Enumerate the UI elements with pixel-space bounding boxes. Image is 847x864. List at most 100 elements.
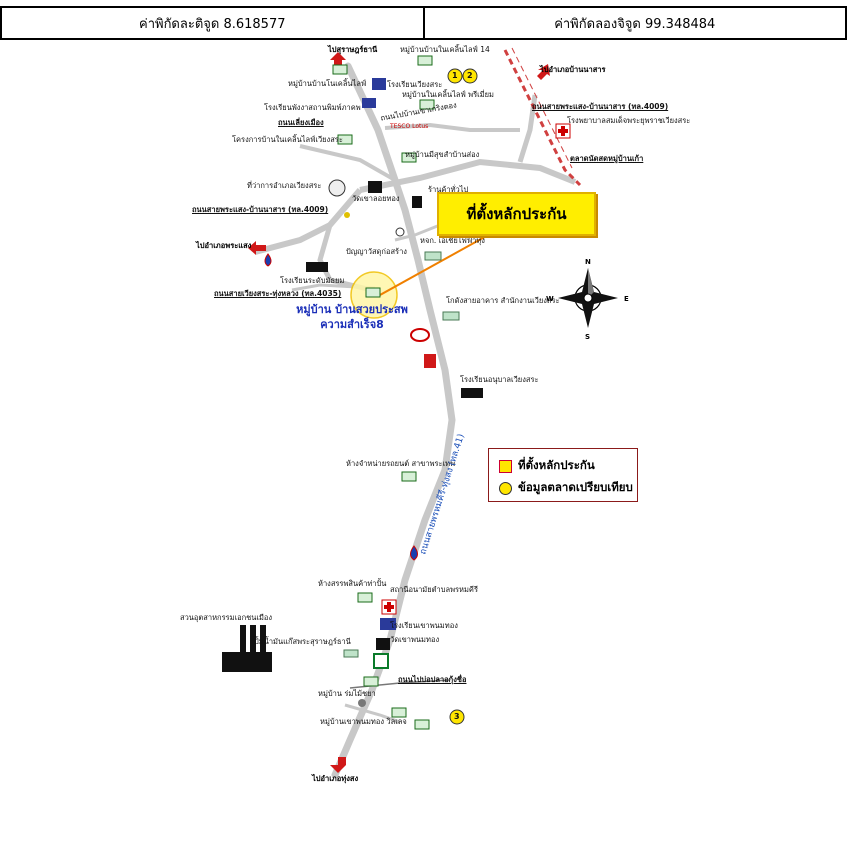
road-bottom-spur <box>344 703 401 724</box>
village-name-line1: หมู่บ้าน บ้านสวยประสพ <box>296 303 408 316</box>
compass-e: E <box>624 295 629 303</box>
toyota-logo-icon <box>410 328 430 342</box>
label-school3: โรงเรียนระดับมัธยม <box>280 276 345 285</box>
comparable-marker-2-icon <box>462 68 478 84</box>
label-shop-group: หจก. เอเชียไฟฟ้าทุ่ง <box>420 236 485 245</box>
village-label: หมู่บ้าน บ้านสวยประสพ ความสำเร็จ8 <box>292 302 412 333</box>
label-school5: โรงเรียนเขาพนมทอง <box>390 621 458 630</box>
temple-icon <box>376 638 390 650</box>
house-icon <box>337 134 353 145</box>
compass-s: S <box>585 333 591 341</box>
arrow-south-icon <box>330 757 346 773</box>
label-road-to-village: ถนนไปบ่อปลาอกุ้งชื่อ <box>398 675 467 684</box>
label-to-thungsong: ไปอำเภอทุ่งสง <box>312 774 359 783</box>
label-v-bottom1: หมู่บ้าน ร่มไม้ชยา <box>318 689 376 698</box>
warehouse-icon <box>343 649 359 658</box>
compass-n: N <box>585 258 591 266</box>
compass-w: W <box>546 295 554 303</box>
label-temple: วัดเขาลอยทอง <box>352 194 400 203</box>
road-village-spur <box>394 223 441 242</box>
school-icon <box>362 98 376 108</box>
label-road-ban-na: ถนนสายพระแสง-บ้านนาสาร (ทล.4009) <box>532 102 669 111</box>
clinic-icon <box>381 599 397 615</box>
legend-comparable-text: ข้อมูลตลาดเปรียบเทียบ <box>518 480 633 494</box>
label-to-ban-na: ไปอำเภอบ้านนาสาร <box>540 65 606 74</box>
label-v-top2: หมู่บ้านบ้านโนเคลิ้นไลฟ์ <box>288 79 367 88</box>
bank-icon <box>344 212 350 218</box>
legend-row-property: ที่ตั้งหลักประกัน <box>499 457 595 475</box>
label-clinic: สถานีอนามัยตำบลพรหมคีรี <box>390 585 478 594</box>
label-dealer: ร้านค้าทั่วไป <box>428 185 469 194</box>
house-icon <box>414 719 430 730</box>
label-fuel: ปั้มน้ำมันแก๊สพระสุราษฎร์ธานี <box>254 637 351 646</box>
arrow-ne-icon <box>537 64 550 80</box>
marker-2-label: 2 <box>467 71 473 80</box>
callout-pointer <box>379 233 491 296</box>
house-icon <box>332 64 348 75</box>
legend-property-text: ที่ตั้งหลักประกัน <box>518 458 595 472</box>
cross-road-north <box>384 122 520 132</box>
arrow-west-icon <box>248 241 266 255</box>
label-v-mid: หมู่บ้านมีสุขสำบ้านส่อง <box>405 150 480 159</box>
railway <box>503 49 582 187</box>
latitude-cell: ค่าพิกัดละติจูด 8.618577 <box>0 8 423 38</box>
gas-pump-icon <box>412 196 422 208</box>
marker-1-label: 1 <box>452 71 458 80</box>
label-district: ที่ว่าการอำเภอเวียงสระ <box>247 181 322 190</box>
house-icon <box>417 55 433 66</box>
label-project1: โครงการบ้านในเคลิ้นไลฟ์เวียงสระ <box>232 135 343 144</box>
label-to-surat: ไปสุราษฎร์ธานี <box>328 45 378 54</box>
temple-icon <box>368 181 382 193</box>
warehouse-icon <box>442 311 460 321</box>
railway-2 <box>511 47 573 169</box>
house-icon <box>357 592 373 603</box>
house-icon <box>365 287 381 298</box>
arrow-north-icon <box>330 52 346 68</box>
label-school2: โรงเรียนพังงาสถานพิมพ์ภาคพ <box>264 103 361 112</box>
label-factory: สวนอุตสาหกรรมเอกชนเมือง <box>180 613 273 622</box>
label-hospital2: ห้างสรรพสินค้าท่าปั้น <box>318 579 387 588</box>
label-v-top3: หมู่บ้านในเคลิ้นไลฟ์ พรีเมี่ยม <box>402 90 494 99</box>
chimney-icon <box>240 625 246 653</box>
comparable-marker-3-icon <box>449 709 465 725</box>
label-car-dealer: ห้างจำหน่ายรถยนต์ สาขาพระเทพ <box>346 459 456 468</box>
longitude-cell: ค่าพิกัดลองจิจูด 99.348484 <box>422 8 847 38</box>
makro-icon <box>424 354 436 368</box>
school-icon <box>380 618 396 630</box>
building-icon <box>461 388 483 398</box>
label-school4: โรงเรียนอนุบาลเวียงสระ <box>460 375 539 384</box>
legend-circle-icon <box>499 481 512 495</box>
main-road <box>331 62 456 779</box>
label-hospital: โรงพยาบาลสมเด็จพระยุพราชเวียงสระ <box>567 116 691 125</box>
label-tesco: TESCO Lotus <box>390 123 429 130</box>
house-icon <box>419 99 435 110</box>
label-to-phrasaeng: ไปอำเภอพระแสง <box>196 241 252 250</box>
village-name-line2: ความสำเร็จ8 <box>320 318 384 332</box>
label-v-top1: หมู่บ้านบ้านในเคลิ้นไลฟ์ 14 <box>400 45 490 54</box>
label-v-bottom2: หมู่บ้านเขาพนมทอง วิลเลจ <box>320 717 407 726</box>
building-icon <box>306 262 328 272</box>
chimney-icon <box>250 625 256 653</box>
police-icon <box>328 179 346 197</box>
factory-icon <box>222 652 272 672</box>
chimney-icon <box>260 625 266 653</box>
legend-row-comparable: ข้อมูลตลาดเปรียบเทียบ <box>499 479 633 497</box>
road-west-upper <box>299 144 396 182</box>
fuel-station-icon <box>264 253 272 267</box>
legend-square-icon <box>499 459 512 473</box>
seal-icon <box>395 227 405 237</box>
compass-rose-icon <box>558 268 618 328</box>
label-road-bypass: ถนนเลี่ยงเมือง <box>278 118 324 127</box>
map-canvas <box>222 47 618 779</box>
convenience-store-icon <box>373 653 389 669</box>
house-icon <box>391 707 407 718</box>
road-west <box>254 188 363 255</box>
circle-marker-icon <box>358 699 366 707</box>
label-road-phrasaeng: ถนนสายพระแสง-บ้านนาสาร (ทล.4009) <box>192 205 329 214</box>
house-icon <box>401 152 417 163</box>
property-callout: ที่ตั้งหลักประกัน <box>437 192 596 236</box>
label-hardware: ปัญญาวัสดุก่อสร้าง <box>346 247 407 256</box>
house-icon <box>401 471 417 482</box>
fuel-station-icon <box>410 545 418 561</box>
marker-3-label: 3 <box>454 712 460 721</box>
